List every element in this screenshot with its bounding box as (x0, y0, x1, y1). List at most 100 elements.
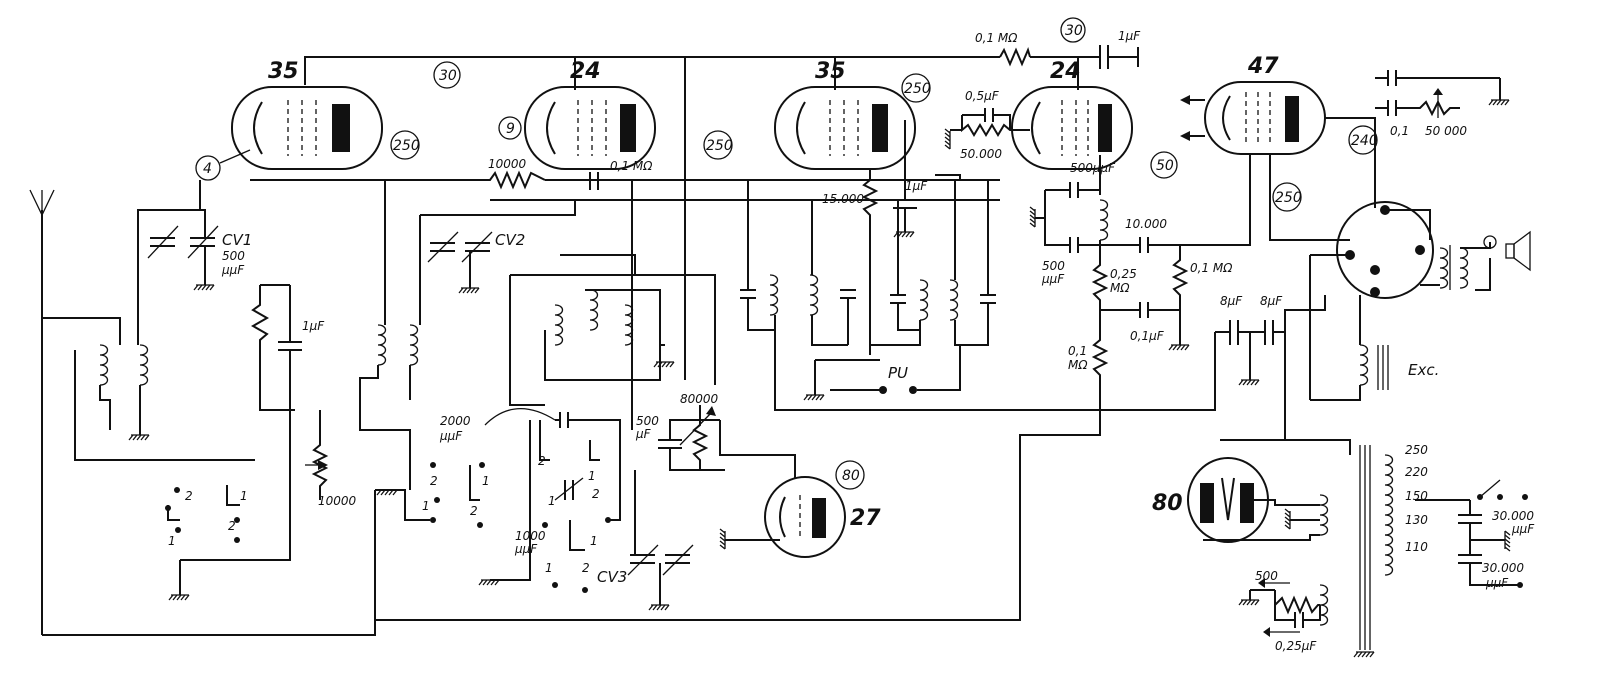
svg-text:2: 2 (185, 489, 193, 503)
svg-text:μμF: μμF (1511, 522, 1535, 536)
svg-text:0,1 MΩ: 0,1 MΩ (1190, 261, 1233, 275)
svg-text:μF: μF (635, 427, 652, 441)
svg-text:500: 500 (636, 414, 659, 428)
svg-text:10000: 10000 (318, 494, 357, 508)
circled-label-80: 80 (835, 460, 865, 490)
second-stage-coils (359, 180, 419, 490)
svg-text:2: 2 (592, 487, 600, 501)
svg-text:4: 4 (203, 161, 212, 177)
band-switch-osc: 2 1 1 2 1 1 2 (478, 419, 621, 593)
field-coil-exc: Exc. (1310, 344, 1439, 401)
svg-text:2: 2 (430, 474, 438, 488)
svg-text:9: 9 (506, 121, 515, 137)
capacitor-0-5uf-and-50000: 0,5μF 50.000 (944, 89, 1030, 161)
svg-text:24: 24 (1050, 59, 1081, 84)
svg-text:1μF: 1μF (905, 179, 928, 193)
tube-27-oscillator: 27 (719, 476, 881, 558)
svg-text:1: 1 (590, 534, 598, 548)
svg-text:2000: 2000 (440, 414, 471, 428)
svg-text:μμF: μμF (1485, 576, 1509, 590)
svg-text:250: 250 (904, 81, 931, 97)
svg-text:2: 2 (228, 519, 236, 533)
output-coupling-network: 500μμF 10.000 500 μμF (1029, 155, 1251, 286)
circled-label-50: 50 (1150, 151, 1178, 179)
svg-text:130: 130 (1405, 513, 1428, 527)
svg-text:2: 2 (538, 454, 546, 468)
svg-text:0,1 MΩ: 0,1 MΩ (975, 31, 1018, 45)
svg-text:μμF: μμF (514, 542, 538, 556)
if-transformer-1 (740, 180, 1105, 411)
svg-text:1μF: 1μF (302, 319, 325, 333)
svg-text:250: 250 (393, 138, 420, 154)
resistor-0-25-mohm: 0,25 MΩ (1091, 240, 1137, 310)
tube-80-rectifier: 80 (1152, 457, 1269, 543)
band-switch-left: 2 1 1 2 (165, 485, 248, 601)
svg-text:1: 1 (545, 561, 553, 575)
svg-text:10000: 10000 (488, 157, 527, 171)
circled-label-250c: 250 (901, 73, 931, 103)
first-stage-coils (42, 180, 255, 461)
capacitor-cv3: CV3 (597, 470, 694, 611)
svg-text:1: 1 (168, 534, 176, 548)
antenna (29, 189, 376, 636)
svg-text:50 000: 50 000 (1425, 124, 1467, 138)
tube-35-rf: 35 (231, 59, 383, 170)
svg-text:35: 35 (815, 59, 846, 84)
mains-capacitors-30000: 30.000 μμF 30.000 μμF (1415, 479, 1535, 590)
svg-text:240: 240 (1351, 133, 1378, 149)
svg-text:μμF: μμF (439, 429, 463, 443)
filter-capacitors-8uf: 8μF 8μF (1105, 294, 1326, 440)
resistor-0-1-mohm-out: 0,1 MΩ (1168, 245, 1233, 351)
circled-label-240: 240 (1348, 125, 1378, 155)
svg-text:2: 2 (582, 561, 590, 575)
speaker-socket (1269, 155, 1531, 400)
tube-47-output: 47 (1180, 54, 1326, 155)
svg-text:μμF: μμF (221, 263, 245, 277)
resistor-15000: 15.000 (822, 170, 879, 355)
svg-text:30: 30 (1065, 23, 1083, 39)
svg-text:Exc.: Exc. (1408, 361, 1439, 379)
capacitor-1uf-mid: 1μF (893, 120, 928, 238)
potentiometer-10000: 10000 (305, 410, 357, 508)
svg-text:30.000: 30.000 (1482, 561, 1524, 575)
svg-text:CV3: CV3 (597, 568, 627, 586)
svg-text:47: 47 (1247, 54, 1279, 79)
svg-text:10.000: 10.000 (1125, 217, 1167, 231)
svg-text:80: 80 (1152, 491, 1183, 516)
circled-label-250d: 250 (1272, 182, 1302, 212)
svg-text:1: 1 (482, 474, 490, 488)
svg-text:1: 1 (422, 499, 430, 513)
circled-label-30a: 30 (433, 61, 461, 89)
svg-text:PU: PU (888, 364, 908, 382)
tube-35-if: 35 (774, 59, 916, 170)
circled-label-9: 9 (498, 116, 522, 140)
svg-text:0,1μF: 0,1μF (1130, 329, 1165, 343)
pickup-jack: PU (803, 345, 961, 401)
resistor-0-1-mohm-top: 0,1 MΩ (975, 31, 1031, 67)
svg-text:CV1: CV1 (222, 231, 252, 249)
svg-text:500: 500 (1042, 259, 1065, 273)
circled-label-250b: 250 (703, 130, 733, 160)
if-transformer-2 (870, 174, 996, 346)
svg-text:μμF: μμF (1041, 272, 1065, 286)
resistor-and-1uf-left: 1μF (180, 284, 325, 561)
capacitor-1000: 1000 μμF (514, 477, 584, 556)
svg-text:110: 110 (1405, 540, 1428, 554)
svg-text:CV2: CV2 (495, 231, 525, 249)
svg-text:1μF: 1μF (1118, 29, 1141, 43)
svg-text:80: 80 (842, 468, 860, 484)
svg-text:1: 1 (240, 489, 248, 503)
power-transformer: 250 220 150 130 110 (1203, 439, 1428, 658)
svg-text:35: 35 (268, 59, 299, 84)
tube-24-detector: 24 (524, 59, 656, 170)
svg-text:24: 24 (570, 59, 601, 84)
resistor-10000-grid: 10000 (445, 157, 546, 190)
svg-text:250: 250 (706, 138, 733, 154)
svg-text:MΩ: MΩ (1068, 358, 1088, 372)
svg-text:15.000: 15.000 (822, 192, 864, 206)
capacitor-cv1: CV1 500 μμF (147, 209, 252, 291)
svg-text:250: 250 (1275, 190, 1302, 206)
svg-text:500: 500 (1255, 569, 1278, 583)
circled-label-4: 4 (195, 149, 251, 181)
